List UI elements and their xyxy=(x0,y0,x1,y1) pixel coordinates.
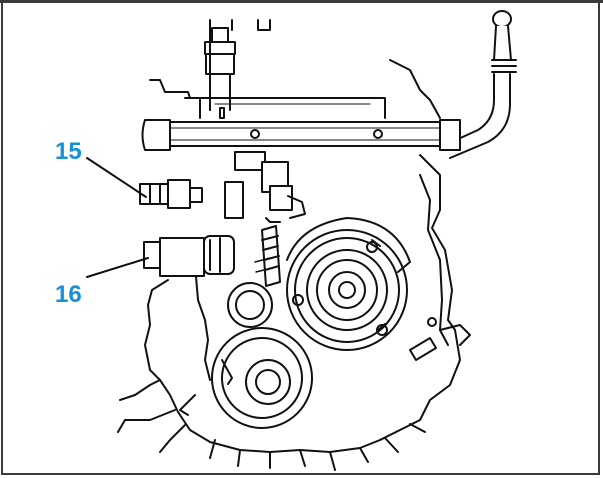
housing-ribs xyxy=(117,379,426,471)
lower-bearing xyxy=(211,327,313,429)
left-bearing xyxy=(227,282,273,328)
shift-lever xyxy=(444,10,517,159)
switch-16 xyxy=(143,235,235,277)
switch-15 xyxy=(139,179,203,209)
callout-label-16: 16 xyxy=(55,281,82,308)
right-boss xyxy=(409,317,437,361)
leader-line-15 xyxy=(86,157,147,198)
spring xyxy=(254,225,281,287)
callout-label-15: 15 xyxy=(55,138,82,165)
leader-line-16 xyxy=(86,257,149,278)
selector-shaft xyxy=(141,97,461,151)
housing-outline xyxy=(144,19,471,453)
linkage-parts xyxy=(224,151,306,223)
main-bearing xyxy=(286,217,411,351)
